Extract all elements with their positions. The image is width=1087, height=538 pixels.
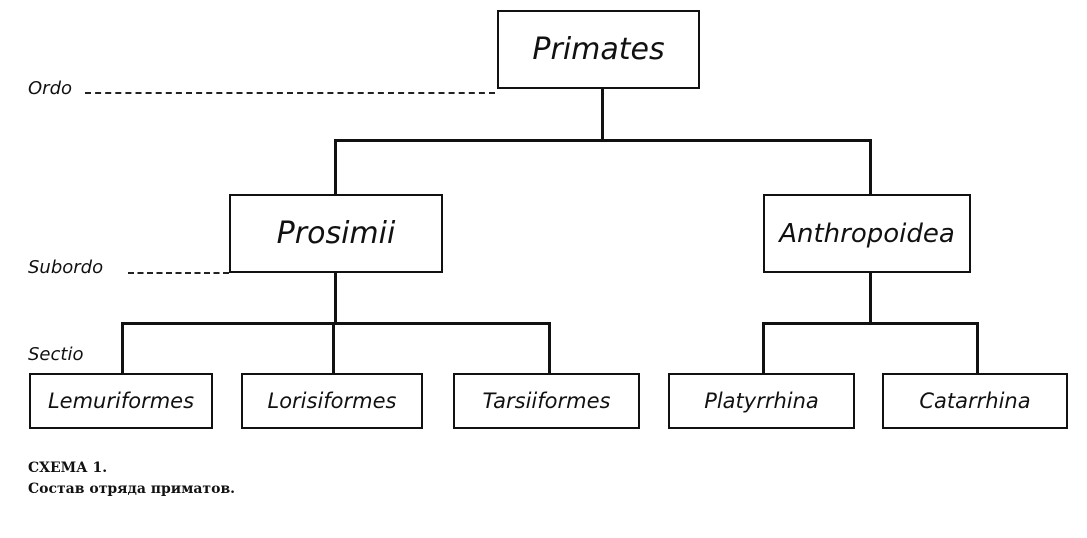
connector (121, 322, 551, 325)
connector (762, 322, 765, 374)
connector (762, 322, 979, 325)
rank-label-sectio: Sectio (28, 344, 84, 365)
rank-label-subordo: Subordo (28, 257, 104, 278)
node-catarrhina: Catarrhina (882, 373, 1068, 429)
node-primates: Primates (497, 10, 700, 89)
connector (869, 139, 872, 195)
dashed-line-subordo (128, 272, 229, 274)
node-prosimii: Prosimii (229, 194, 443, 273)
caption-title: СХЕМА 1. (28, 460, 108, 476)
connector (334, 139, 337, 195)
connector (334, 271, 337, 324)
node-anthropoidea: Anthropoidea (763, 194, 971, 273)
connector (976, 322, 979, 374)
connector (121, 322, 124, 374)
connector (548, 322, 551, 374)
rank-label-ordo: Ordo (28, 78, 73, 99)
connector (332, 322, 335, 374)
node-lorisiformes: Lorisiformes (241, 373, 423, 429)
connector (601, 88, 604, 141)
connector (869, 271, 872, 324)
node-tarsiiformes: Tarsiiformes (453, 373, 640, 429)
node-platyrrhina: Platyrrhina (668, 373, 855, 429)
node-lemuriformes: Lemuriformes (29, 373, 213, 429)
connector (334, 139, 872, 142)
caption-subtitle: Состав отряда приматов. (28, 481, 236, 497)
dashed-line-ordo (85, 92, 495, 94)
